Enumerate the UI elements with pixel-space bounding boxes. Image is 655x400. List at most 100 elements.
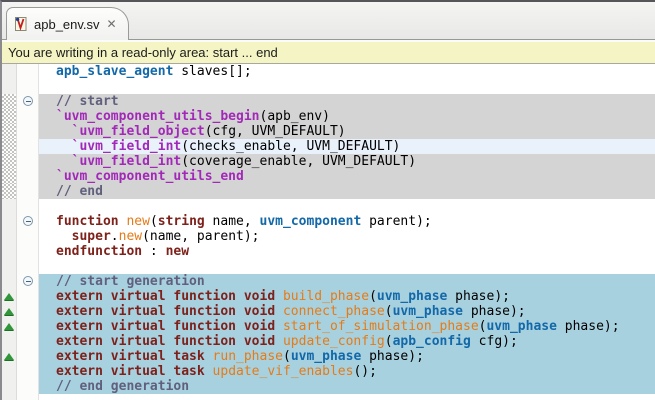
generated-method-marker-icon xyxy=(4,308,14,315)
code-line-text[interactable]: `uvm_field_int(coverage_enable, UVM_DEFA… xyxy=(39,154,655,169)
readonly-region-hatch xyxy=(2,139,17,154)
code-line xyxy=(2,259,655,274)
annotation-ruler-cell xyxy=(2,259,17,274)
tab-bar: apb_env.sv ✕ xyxy=(2,2,655,40)
fold-ruler-cell xyxy=(17,94,39,109)
banner-message: You are writing in a read-only area: sta… xyxy=(8,45,278,60)
code-line-text[interactable]: `uvm_component_utils_end xyxy=(39,169,655,184)
fold-ruler-cell xyxy=(17,334,39,349)
fold-ruler-cell xyxy=(17,304,39,319)
fold-ruler-cell xyxy=(17,349,39,364)
generated-method-marker-icon xyxy=(4,293,14,300)
annotation-ruler-cell xyxy=(2,229,17,244)
fold-ruler-cell xyxy=(17,169,39,184)
annotation-ruler-cell xyxy=(2,244,17,259)
code-line-text[interactable]: extern virtual function void connect_pha… xyxy=(39,304,655,319)
annotation-ruler-cell xyxy=(2,349,17,364)
code-line-text[interactable]: extern virtual function void update_conf… xyxy=(39,334,655,349)
code-line-text[interactable]: endfunction : new xyxy=(39,244,655,259)
fold-ruler-cell xyxy=(17,274,39,289)
code-line-text[interactable]: `uvm_component_utils_begin(apb_env) xyxy=(39,109,655,124)
annotation-ruler-cell xyxy=(2,79,17,94)
readonly-region-hatch xyxy=(2,184,17,199)
fold-ruler-cell xyxy=(17,124,39,139)
code-line: // start xyxy=(2,94,655,109)
code-line-text[interactable]: extern virtual task run_phase(uvm_phase … xyxy=(39,349,655,364)
code-line: extern virtual function void connect_pha… xyxy=(2,304,655,319)
code-line-text[interactable] xyxy=(39,394,655,400)
code-line-text[interactable]: extern virtual function void start_of_si… xyxy=(39,319,655,334)
code-line: `uvm_field_object(cfg, UVM_DEFAULT) xyxy=(2,124,655,139)
code-line-text[interactable]: extern virtual function void build_phase… xyxy=(39,289,655,304)
fold-ruler-cell xyxy=(17,244,39,259)
code-line-text[interactable]: function new(string name, uvm_component … xyxy=(39,214,655,229)
code-line: `uvm_component_utils_begin(apb_env) xyxy=(2,109,655,124)
tab-close-icon[interactable]: ✕ xyxy=(106,17,117,31)
fold-ruler-cell xyxy=(17,214,39,229)
code-line-text[interactable] xyxy=(39,259,655,274)
code-line: // start generation xyxy=(2,274,655,289)
annotation-ruler-cell xyxy=(2,394,17,400)
fold-ruler-cell xyxy=(17,364,39,379)
code-line: `uvm_component_utils_end xyxy=(2,169,655,184)
code-line: endfunction : new xyxy=(2,244,655,259)
readonly-region-hatch xyxy=(2,109,17,124)
fold-ruler-cell xyxy=(17,229,39,244)
readonly-region-hatch xyxy=(2,124,17,139)
fold-ruler-cell xyxy=(17,199,39,214)
generated-method-marker-icon xyxy=(4,353,14,360)
code-line: extern virtual function void update_conf… xyxy=(2,334,655,349)
code-line: extern virtual task run_phase(uvm_phase … xyxy=(2,349,655,364)
editor-rows: apb_slave_agent slaves[];// start`uvm_co… xyxy=(2,64,655,400)
fold-ruler-cell xyxy=(17,259,39,274)
tab-apb-env[interactable]: apb_env.sv ✕ xyxy=(6,7,129,40)
code-line-text[interactable]: `uvm_field_object(cfg, UVM_DEFAULT) xyxy=(39,124,655,139)
annotation-ruler-cell xyxy=(2,289,17,304)
code-line-text[interactable]: apb_slave_agent slaves[]; xyxy=(39,64,655,79)
annotation-ruler-cell xyxy=(2,364,17,379)
fold-collapse-icon[interactable] xyxy=(23,96,33,106)
code-line-text[interactable]: extern virtual task update_vif_enables()… xyxy=(39,364,655,379)
code-line-text[interactable] xyxy=(39,199,655,214)
annotation-ruler-cell xyxy=(2,274,17,289)
code-line: apb_slave_agent slaves[]; xyxy=(2,64,655,79)
code-line: // end xyxy=(2,184,655,199)
annotation-ruler-cell xyxy=(2,214,17,229)
readonly-region-hatch xyxy=(2,169,17,184)
code-line-text[interactable]: // start xyxy=(39,94,655,109)
fold-ruler-cell xyxy=(17,394,39,400)
fold-ruler-cell xyxy=(17,289,39,304)
annotation-ruler-cell xyxy=(2,379,17,394)
code-editor[interactable]: apb_slave_agent slaves[];// start`uvm_co… xyxy=(2,64,655,400)
code-line-text[interactable]: // end xyxy=(39,184,655,199)
sv-file-icon xyxy=(14,16,28,32)
fold-ruler-cell xyxy=(17,139,39,154)
readonly-region-hatch xyxy=(2,154,17,169)
code-line-text[interactable] xyxy=(39,79,655,94)
code-line-text[interactable]: // end generation xyxy=(39,379,655,394)
fold-collapse-icon[interactable] xyxy=(23,276,33,286)
code-line xyxy=(2,199,655,214)
code-line: extern virtual function void start_of_si… xyxy=(2,319,655,334)
code-line: `uvm_field_int(checks_enable, UVM_DEFAUL… xyxy=(2,139,655,154)
readonly-region-hatch xyxy=(2,94,17,109)
fold-collapse-icon[interactable] xyxy=(23,216,33,226)
code-line: // end generation xyxy=(2,379,655,394)
code-line-text[interactable]: super.new(name, parent); xyxy=(39,229,655,244)
fold-ruler-cell xyxy=(17,109,39,124)
code-line: `uvm_field_int(coverage_enable, UVM_DEFA… xyxy=(2,154,655,169)
annotation-ruler-cell xyxy=(2,199,17,214)
code-line-text[interactable]: // start generation xyxy=(39,274,655,289)
fold-ruler-cell xyxy=(17,154,39,169)
annotation-ruler-cell xyxy=(2,304,17,319)
readonly-warning-banner: You are writing in a read-only area: sta… xyxy=(2,40,655,64)
fold-ruler-cell xyxy=(17,379,39,394)
fold-ruler-cell xyxy=(17,79,39,94)
fold-ruler-cell xyxy=(17,64,39,79)
code-line: extern virtual task update_vif_enables()… xyxy=(2,364,655,379)
code-line xyxy=(2,79,655,94)
annotation-ruler-cell xyxy=(2,334,17,349)
code-line-text[interactable]: `uvm_field_int(checks_enable, UVM_DEFAUL… xyxy=(39,139,655,154)
generated-method-marker-icon xyxy=(4,323,14,330)
